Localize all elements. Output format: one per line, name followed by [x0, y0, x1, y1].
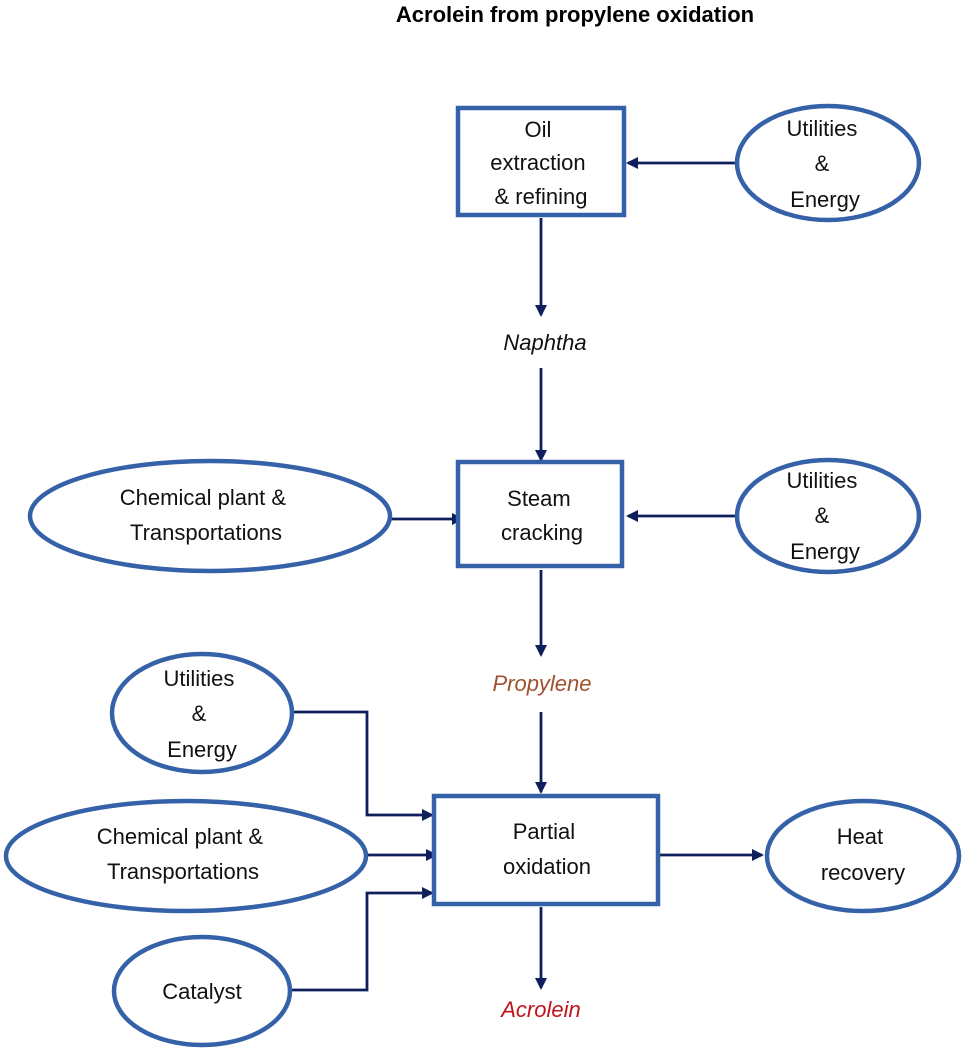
diagram-title: Acrolein from propylene oxidation	[396, 2, 754, 27]
svg-text:Oil extraction & r: Oil extraction & refining	[490, 117, 592, 209]
input-utilities-energy-2: Utilities & Energy	[734, 457, 922, 575]
svg-text:Chemical plant & Transpo: Chemical plant & Transportations	[97, 824, 269, 884]
svg-text:Utilities & Energy: Utilities & Energy	[163, 666, 240, 762]
input-catalyst: Catalyst	[111, 934, 293, 1048]
process-oil-refining: Oil extraction & refining	[455, 105, 627, 218]
svg-text:Catalyst: Catalyst	[162, 979, 241, 1004]
input-utilities-energy-2-label: Energy	[790, 539, 860, 564]
steam-cracking-line-2: cracking	[501, 520, 583, 545]
steam-cracking-line-1: Steam	[507, 486, 571, 511]
label-acrolein: Acrolein	[499, 997, 580, 1022]
oil-refining-line-2: extraction	[490, 150, 585, 175]
input-utilities-energy-1-label: &	[815, 151, 830, 176]
svg-text:Utilities & Energy: Utilities & Energy	[786, 468, 863, 564]
input-chemical-plant-2-label: Transportations	[107, 859, 259, 884]
input-utilities-energy-3-label: &	[192, 701, 207, 726]
process-steam-cracking: Steam cracking	[455, 459, 625, 569]
label-propylene: Propylene	[492, 671, 591, 696]
svg-text:Chemical plant & Transpo: Chemical plant & Transportations	[120, 485, 292, 545]
arrow-utilities-to-partial-oxidation	[292, 710, 434, 821]
partial-oxidation-line-1: Partial	[513, 819, 575, 844]
input-utilities-energy-1-label: Energy	[790, 187, 860, 212]
input-catalyst-label: Catalyst	[162, 979, 241, 1004]
input-utilities-energy-3-label: Energy	[167, 737, 237, 762]
oil-refining-line-3: & refining	[495, 184, 588, 209]
arrow-catalyst-to-partial-oxidation	[290, 887, 434, 992]
process-partial-oxidation: Partial oxidation	[431, 793, 661, 907]
input-utilities-energy-2-label: Utilities	[786, 468, 857, 493]
input-chemical-plant-1-label: Transportations	[130, 520, 282, 545]
input-utilities-energy-1: Utilities & Energy	[734, 103, 922, 223]
edges	[290, 157, 764, 992]
output-heat-recovery: Heat recovery	[764, 798, 962, 914]
input-utilities-energy-2-label: &	[815, 503, 830, 528]
output-heat-recovery-label: recovery	[821, 860, 905, 885]
input-chemical-plant-2: Chemical plant & Transportations	[3, 798, 369, 914]
svg-text:Partial oxidation: Partial oxidation	[503, 819, 591, 879]
output-heat-recovery-label: Heat	[837, 824, 883, 849]
oil-refining-line-1: Oil	[524, 117, 551, 142]
input-utilities-energy-1-label: Utilities	[786, 116, 857, 141]
input-utilities-energy-3: Utilities & Energy	[109, 651, 295, 775]
input-utilities-energy-3-label: Utilities	[163, 666, 234, 691]
input-chemical-plant-1-label: Chemical plant &	[120, 485, 287, 510]
svg-text:Utilities & Energy: Utilities & Energy	[786, 116, 863, 212]
partial-oxidation-line-2: oxidation	[503, 854, 591, 879]
input-chemical-plant-1: Chemical plant & Transportations	[27, 458, 393, 574]
label-naphtha: Naphtha	[503, 330, 586, 355]
svg-text:Heat recovery: Heat recovery	[821, 824, 905, 885]
input-chemical-plant-2-label: Chemical plant &	[97, 824, 264, 849]
svg-text:Steam cracking: Steam cracking	[501, 486, 583, 545]
